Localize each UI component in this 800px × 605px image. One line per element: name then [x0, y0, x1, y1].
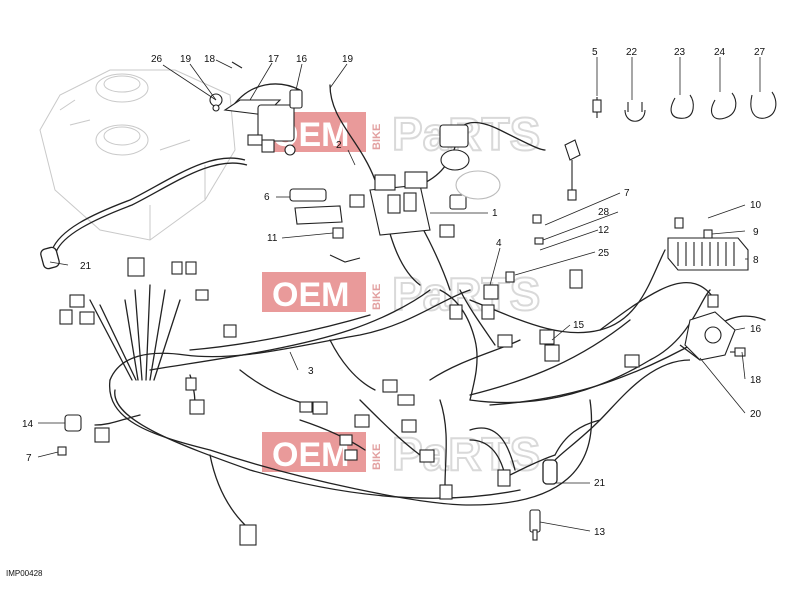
callout-label: 25	[598, 248, 610, 259]
callout-label: 7	[26, 453, 32, 464]
watermark-brand: OEM	[272, 436, 349, 474]
callout-label: 19	[342, 54, 354, 65]
callout-label: 10	[750, 200, 762, 211]
callout-label: 4	[496, 238, 502, 249]
ignition-lead-left	[40, 157, 248, 270]
callout-label: 22	[626, 47, 638, 58]
watermark-top: OEM BIKE PaRTS	[262, 107, 541, 161]
callout-label: 14	[22, 419, 34, 430]
watermark-vertical: BIKE	[371, 284, 383, 310]
callout-label: 8	[753, 255, 759, 266]
relay-parts	[289, 188, 361, 263]
callout-label: 18	[750, 375, 762, 386]
callout-label: 3	[308, 366, 314, 377]
callout-label: 15	[573, 320, 585, 331]
coil-right	[684, 311, 745, 361]
ignition-lead-right	[542, 344, 701, 485]
callout-label: 27	[754, 47, 766, 58]
watermark-middle: OEM BIKE PaRTS	[262, 267, 541, 321]
watermark-suffix: PaRTS	[392, 428, 540, 480]
callout-label: 12	[598, 225, 610, 236]
watermark-suffix: PaRTS	[392, 268, 540, 320]
callout-label: 24	[714, 47, 726, 58]
fuse-box	[369, 171, 467, 238]
watermark-vertical: BIKE	[371, 444, 383, 470]
sensor-top	[439, 124, 581, 201]
callout-label: 11	[267, 233, 278, 244]
callout-label: 7	[624, 188, 630, 199]
callout-label: 17	[268, 54, 280, 65]
callout-label: 2	[336, 140, 342, 151]
fuel-tank-outline	[39, 69, 236, 241]
callout-label: 26	[151, 54, 163, 65]
callout-label: 18	[204, 54, 216, 65]
watermark-brand: OEM	[272, 276, 349, 314]
callout-label: 21	[594, 478, 606, 489]
watermark-vertical: BIKE	[371, 124, 383, 150]
callout-label: 5	[592, 47, 598, 58]
callout-label: 16	[750, 324, 762, 335]
callout-label: 13	[594, 527, 606, 538]
diagram-reference-code: IMP00428	[6, 569, 43, 578]
harness-clips	[592, 91, 777, 122]
callout-label: 20	[750, 409, 762, 420]
callout-label: 9	[753, 227, 759, 238]
callout-label: 28	[598, 207, 610, 218]
callout-label: 16	[296, 54, 308, 65]
callout-label: 23	[674, 47, 686, 58]
callout-label: 21	[80, 261, 92, 272]
voltage-regulator	[667, 217, 749, 271]
coil-bracket-top	[209, 61, 303, 156]
connectors	[57, 194, 746, 546]
callout-label: 1	[492, 208, 498, 219]
callout-label: 6	[264, 192, 270, 203]
callout-numbers: 26 19 18 17 16 19 5 22 23 24 27 2 6 1 7 …	[22, 47, 766, 538]
leader-lines	[37, 57, 761, 532]
callout-label: 19	[180, 54, 192, 65]
